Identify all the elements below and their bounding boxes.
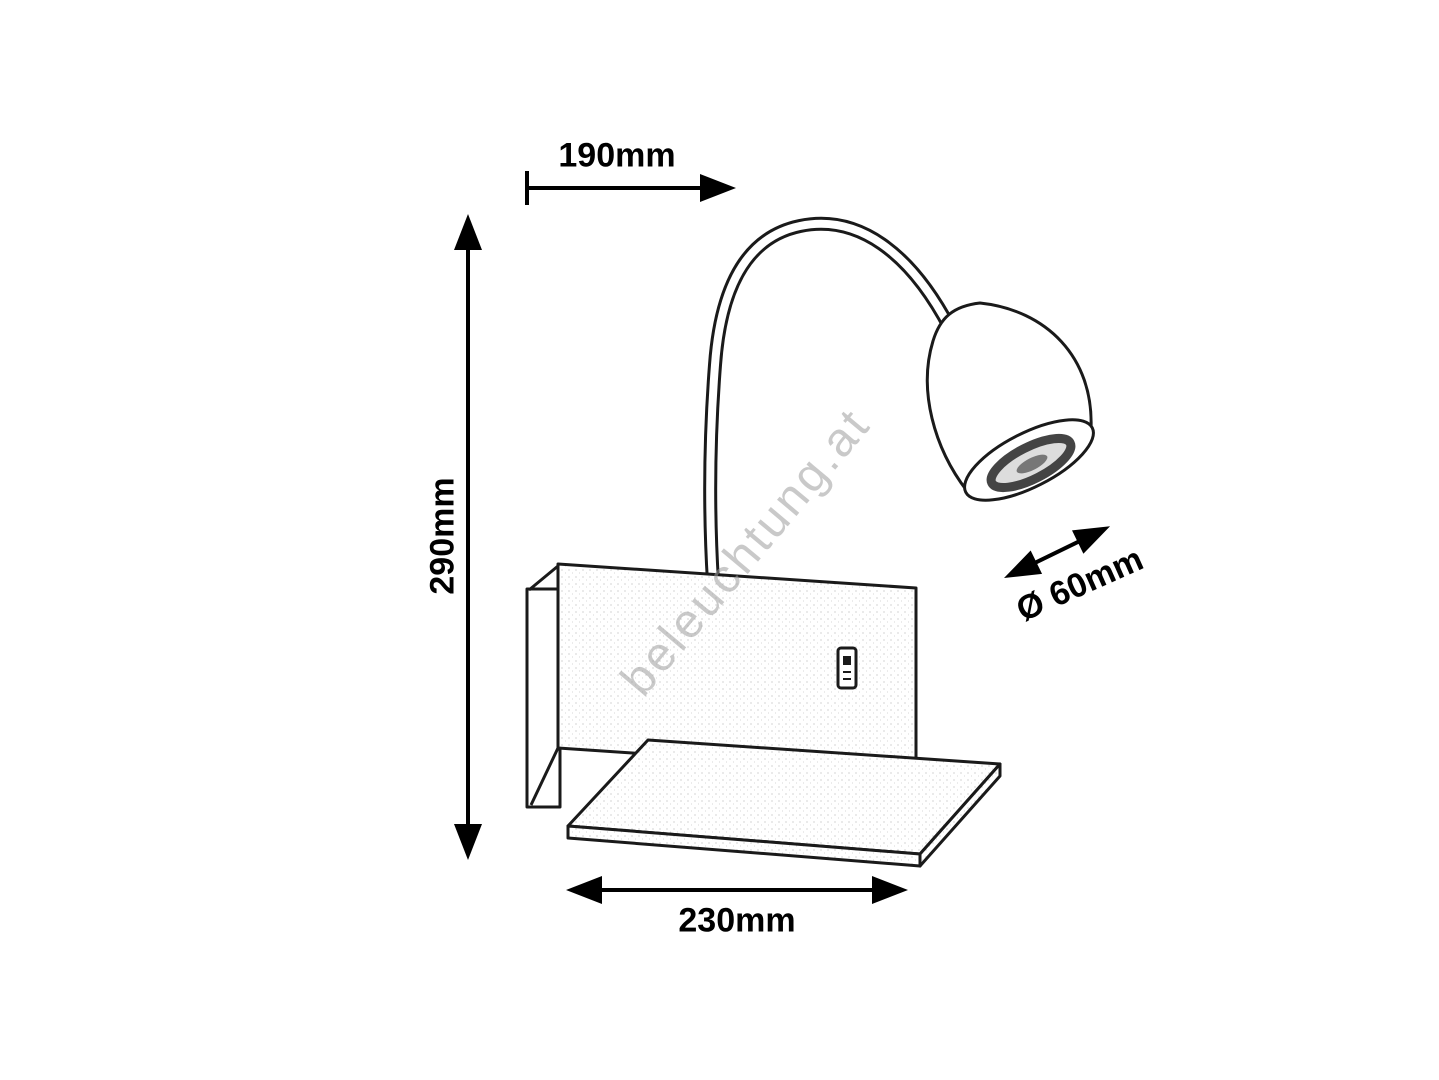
wall-plate-icon xyxy=(525,562,918,809)
shelf-icon xyxy=(566,738,1002,868)
wall-plate-back xyxy=(525,587,562,809)
height-dimension-label: 290mm xyxy=(423,477,462,595)
height-dimension-arrow xyxy=(454,214,482,860)
lamp-head-icon xyxy=(925,301,1095,502)
bottom-width-dimension-arrow xyxy=(566,876,908,904)
usb-port-icon xyxy=(836,646,858,690)
gooseneck-arm-icon xyxy=(703,216,957,583)
diameter-dimension-arrow xyxy=(1004,526,1111,578)
top-width-dimension-label: 190mm xyxy=(558,136,676,175)
lamp-lens-center xyxy=(1016,454,1048,474)
top-width-dimension-arrow xyxy=(525,171,736,205)
bottom-width-dimension-label: 230mm xyxy=(678,901,796,940)
